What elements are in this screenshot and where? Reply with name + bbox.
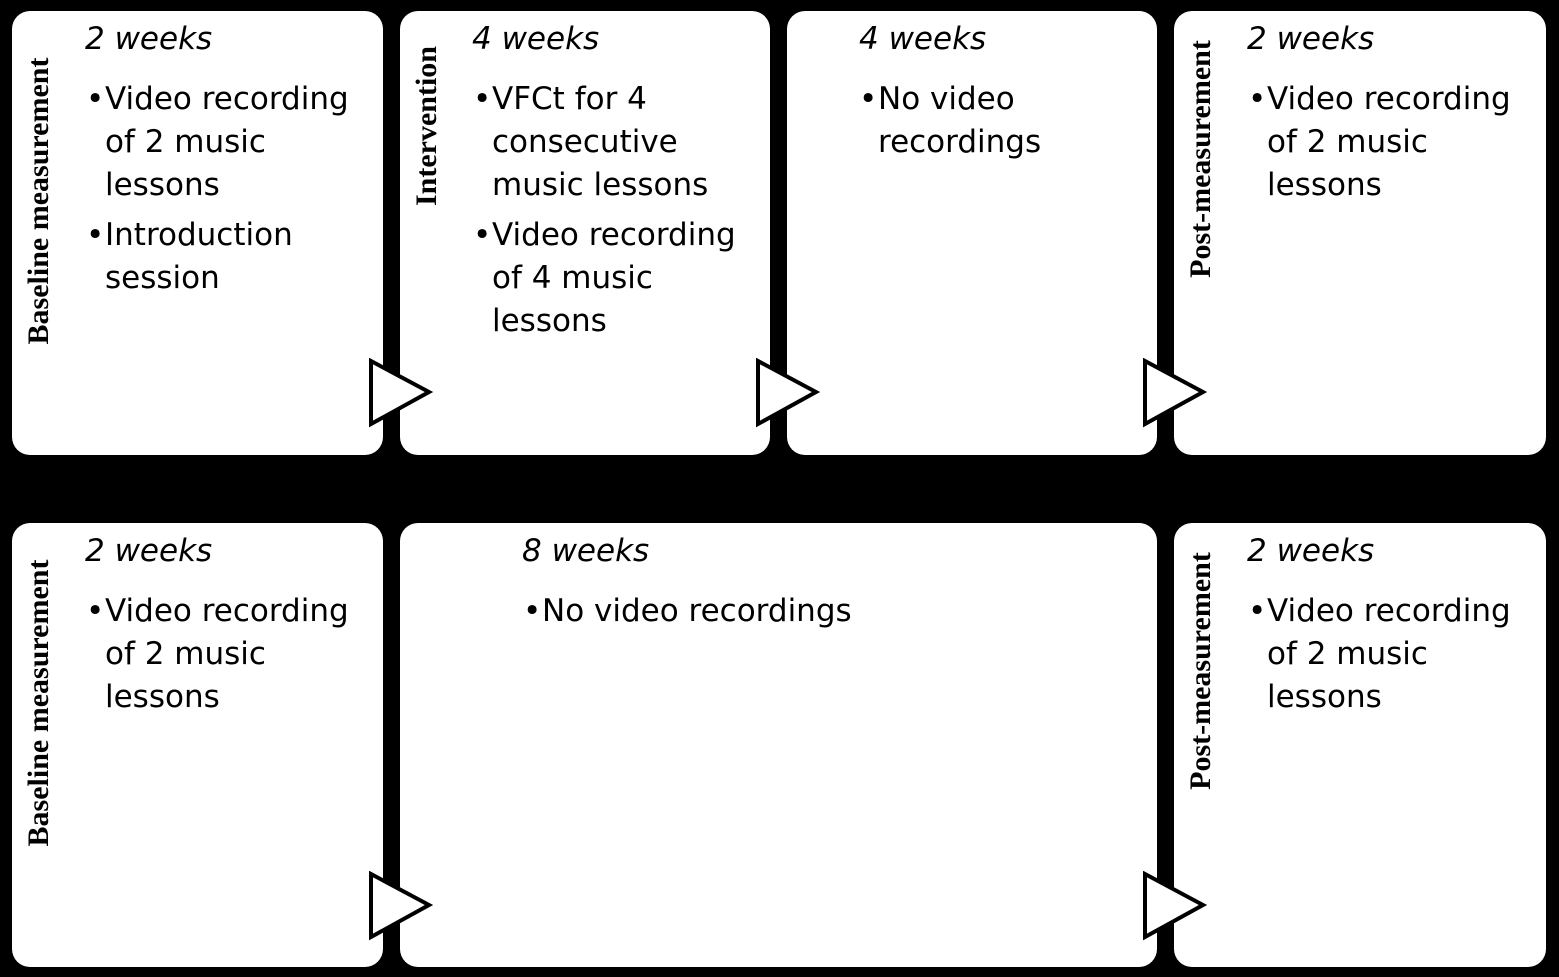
phase-label: Intervention [410,46,443,206]
list-item: Video recording of 4 music lessons [473,214,760,343]
arrow-right-icon [1143,871,1208,941]
duration-label: 2 weeks [1247,533,1375,569]
item-list: No video recordings [523,590,1025,640]
row1-followup-box: 4 weeks No video recordings [787,11,1157,455]
row1-baseline-box: Baseline measurement 2 weeks Video recor… [12,11,383,455]
phase-label: Post-measurement [1184,552,1217,790]
row2-post-box: Post-measurement 2 weeks Video recording… [1174,523,1546,967]
item-list: Video recording of 2 music lessons [86,590,378,726]
duration-label: 2 weeks [85,533,213,569]
item-list: VFCt for 4 consecutive music lessons Vid… [473,78,760,350]
duration-label: 4 weeks [472,21,600,57]
item-list: Video recording of 2 music lessons [1248,590,1540,726]
row1-post-box: Post-measurement 2 weeks Video recording… [1174,11,1546,455]
duration-label: 8 weeks [522,533,650,569]
phase-label: Baseline measurement [22,57,55,345]
row2-baseline-label-wrap: Baseline measurement [12,523,64,967]
duration-label: 4 weeks [859,21,987,57]
list-item: Video recording of 2 music lessons [1248,590,1540,719]
item-list: Video recording of 2 music lessons Intro… [86,78,378,307]
list-item: Introduction session [86,214,378,300]
duration-label: 2 weeks [1247,21,1375,57]
item-list: No video recordings [859,78,1061,171]
list-item: VFCt for 4 consecutive music lessons [473,78,760,207]
row1-intervention-box: Intervention 4 weeks VFCt for 4 consecut… [400,11,770,455]
list-item: Video recording of 2 music lessons [86,78,378,207]
phase-label: Baseline measurement [22,559,55,847]
list-item: No video recordings [523,590,1025,633]
row2-baseline-box: Baseline measurement 2 weeks Video recor… [12,523,383,967]
arrow-right-icon [756,358,821,428]
list-item: Video recording of 2 music lessons [1248,78,1540,207]
row1-baseline-label-wrap: Baseline measurement [12,11,64,455]
list-item: No video recordings [859,78,1061,164]
arrow-right-icon [1143,358,1208,428]
arrow-right-icon [369,358,434,428]
row2-control-box: 8 weeks No video recordings [400,523,1157,967]
duration-label: 2 weeks [85,21,213,57]
item-list: Video recording of 2 music lessons [1248,78,1540,214]
list-item: Video recording of 2 music lessons [86,590,378,719]
phase-label: Post-measurement [1184,40,1217,278]
arrow-right-icon [369,871,434,941]
